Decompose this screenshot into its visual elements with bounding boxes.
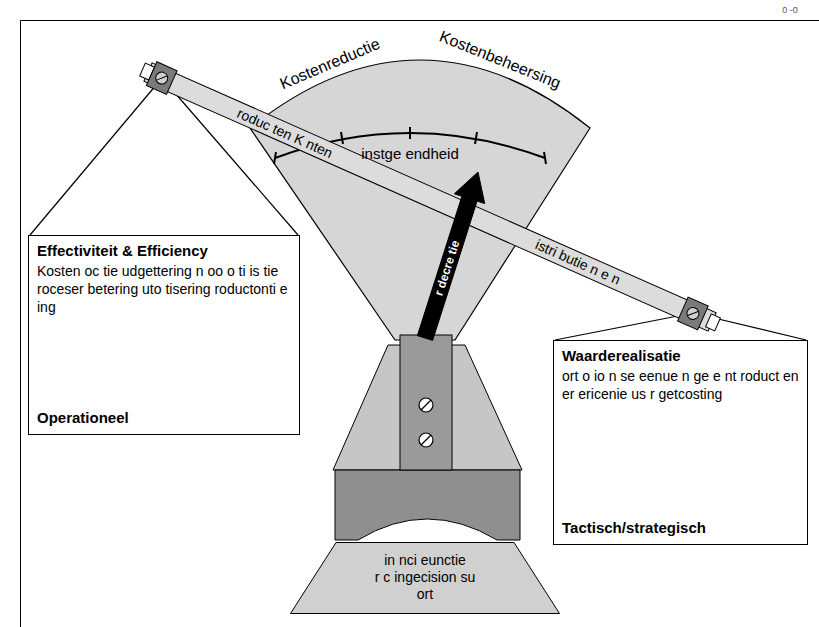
gauge-tick xyxy=(544,152,546,164)
scale-label: instge endheid xyxy=(361,146,459,161)
frame-line xyxy=(21,21,819,627)
box-body: ort o io n se eenue n ge e nt roduct en … xyxy=(562,367,799,403)
pointer-arrow xyxy=(417,172,484,340)
beam-label: istri butie n e n xyxy=(534,237,623,287)
page-marker: 0 -0 xyxy=(782,6,798,15)
hanging-line xyxy=(30,78,162,235)
box-body: Kosten oc tie udgettering n oo o ti is t… xyxy=(37,262,291,317)
box-footer: Tactisch/strategisch xyxy=(562,515,799,538)
base-text: r c ingecision su ort xyxy=(369,569,481,603)
pedestal-outline xyxy=(291,543,560,614)
screw-head xyxy=(419,433,433,447)
callout-box: Effectiviteit & EfficiencyKosten oc tie … xyxy=(28,235,300,435)
hanging-line xyxy=(693,313,806,340)
beam-weight xyxy=(678,297,709,330)
gauge-tick xyxy=(341,132,343,144)
screw-head xyxy=(419,398,433,412)
box-heading: Waarderealisatie xyxy=(562,347,799,366)
tower-post xyxy=(400,335,452,470)
post-screw xyxy=(419,398,433,447)
gauge-tick xyxy=(475,132,477,144)
base-text: in nci eunctie xyxy=(384,552,466,569)
box-footer: Operationeel xyxy=(37,405,291,428)
box-heading: Effectiviteit & Efficiency xyxy=(37,242,291,261)
screw-slot xyxy=(421,435,431,445)
weight-screw xyxy=(685,306,701,322)
gauge-tick xyxy=(274,152,276,164)
hanging-line xyxy=(555,313,693,340)
screw-slot xyxy=(156,73,167,84)
callout-box: Waarderealisatieort o io n se eenue n ge… xyxy=(553,340,808,545)
screw-slot xyxy=(421,400,431,410)
weight-screw xyxy=(154,70,170,86)
beam-weight xyxy=(146,62,177,95)
pedestal-base: in nci eunctier c ingecision su ort xyxy=(290,542,560,614)
screw-slot xyxy=(688,308,699,319)
gauge-tick xyxy=(409,127,411,139)
tower-arch-block xyxy=(335,470,520,540)
beam-end-cap xyxy=(706,314,721,331)
